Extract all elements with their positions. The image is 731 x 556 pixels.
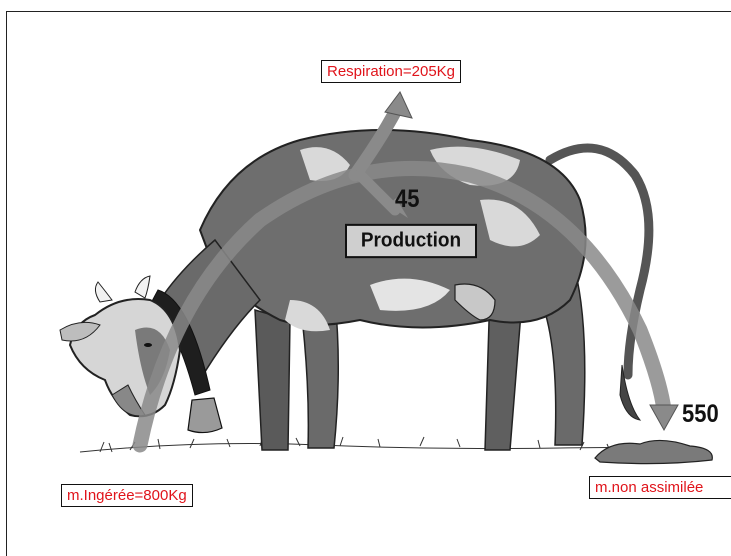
cow-horn [134, 275, 151, 299]
not-assimilated-label: m.non assimilée [589, 476, 731, 499]
cow-ear [59, 321, 101, 342]
cow-horn [94, 281, 113, 303]
flow-arrow-production-head [388, 198, 408, 218]
flow-arrow-main-head [649, 404, 679, 432]
cow-tail [545, 143, 654, 380]
cow-patch [370, 278, 450, 311]
respiration-label: Respiration=205Kg [321, 60, 462, 83]
cow-bell [187, 397, 223, 434]
cow-eye [144, 343, 152, 347]
production-value: 45 [395, 184, 420, 213]
frame-left-border [6, 11, 7, 556]
flow-arrow-respiration-head [384, 91, 413, 119]
cow-tail-tuft [619, 364, 642, 421]
dung-pile [594, 439, 713, 465]
flow-arrow-respiration [348, 105, 402, 182]
ingested-mass-label: m.Ingérée=800Kg [61, 484, 193, 507]
cow-front-leg-left [254, 308, 291, 451]
cow-patch [480, 199, 540, 247]
frame-top-border [6, 11, 731, 12]
not-assimilated-value: 550 [682, 399, 719, 428]
flow-arrow-main [132, 160, 672, 453]
cow-patch [300, 147, 350, 181]
cow-patch [285, 300, 330, 332]
cow-front-leg-right [299, 299, 340, 449]
production-label: Production [345, 223, 477, 259]
cow-udder [454, 283, 496, 321]
